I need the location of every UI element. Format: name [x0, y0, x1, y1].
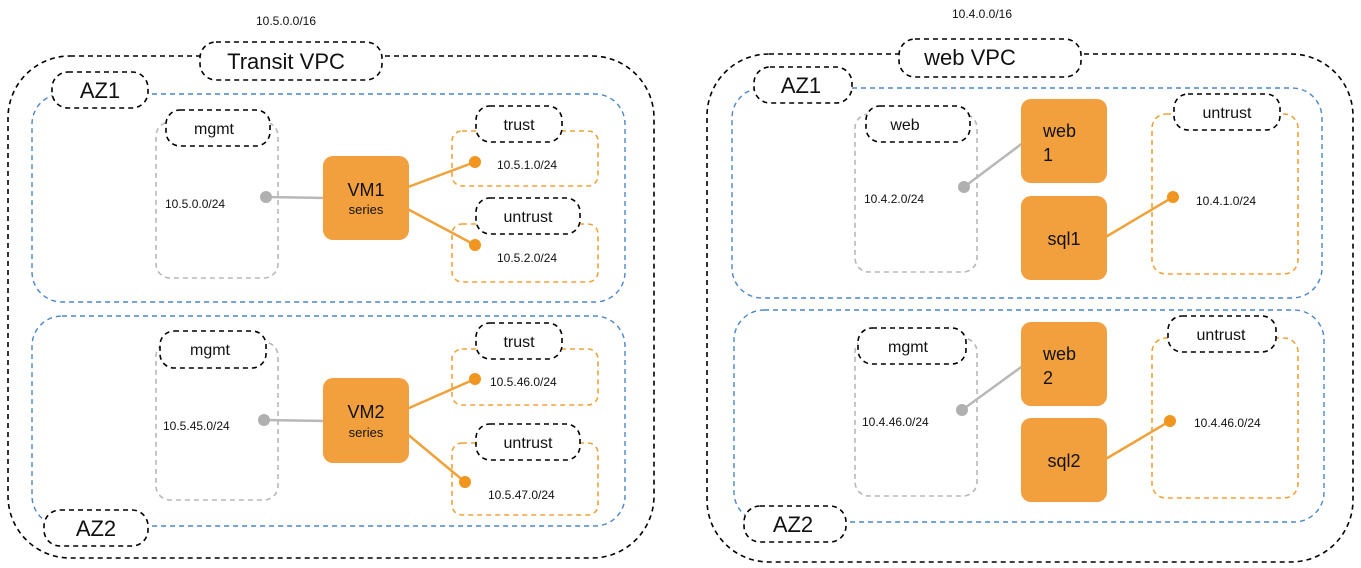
web-az1-untrust-port	[1167, 191, 1179, 203]
transit-az1-untrust-link	[399, 203, 476, 247]
transit-vpc-title: Transit VPC	[227, 49, 345, 74]
transit-az1-untrust-label: untrust	[504, 209, 553, 226]
sql2-vm-box	[1021, 418, 1107, 502]
transit-az2-mgmt-label: mgmt	[190, 342, 231, 359]
transit-az1-mgmt-link	[265, 195, 327, 200]
transit-vpc: 10.5.0.0/16 Transit VPC AZ1 mgmt 10.5.0.…	[7, 14, 655, 559]
transit-vm2-box	[323, 378, 409, 463]
transit-az2: mgmt 10.5.45.0/24 trust 10.5.46.0/24 unt…	[31, 315, 626, 547]
transit-az1-trust-pill	[475, 105, 563, 143]
transit-az2-mgmt-cidr: 10.5.45.0/24	[163, 419, 230, 433]
transit-az1-mgmt-cidr: 10.5.0.0/24	[165, 197, 225, 211]
transit-vm1-box	[323, 156, 409, 240]
transit-az2-trust-cidr: 10.5.46.0/24	[490, 375, 557, 389]
web-vpc-cidr: 10.4.0.0/16	[952, 7, 1012, 21]
transit-az2-trust-port	[469, 373, 481, 385]
transit-az2-mgmt-port	[258, 414, 270, 426]
web-az1-untrust-cidr: 10.4.1.0/24	[1196, 194, 1256, 208]
web-vpc-title: web VPC	[923, 45, 1016, 70]
web-az2-untrust-label: untrust	[1197, 327, 1246, 344]
web-az2-mgmt-cidr: 10.4.46.0/24	[862, 415, 929, 429]
web2-vm-line1: web	[1042, 344, 1076, 364]
web-az1-untrust-label: untrust	[1203, 105, 1252, 122]
web-az2-untrust-port	[1164, 415, 1176, 427]
web2-vm-line2: 2	[1043, 368, 1053, 388]
transit-vm1-name: VM1	[347, 180, 384, 200]
transit-az1-mgmt-port	[260, 191, 272, 203]
sql1-vm-name: sql1	[1047, 229, 1080, 249]
web-az1-label: AZ1	[781, 73, 821, 98]
transit-az2-label: AZ2	[76, 516, 116, 541]
web2-vm-box	[1021, 322, 1107, 406]
transit-vpc-cidr: 10.5.0.0/16	[256, 14, 316, 28]
web-az2-untrust-link	[1103, 419, 1171, 462]
web-az2-untrust-pill	[1167, 315, 1277, 353]
web-az1-label-pill	[753, 66, 853, 104]
transit-az2-label-pill	[43, 509, 149, 547]
transit-az1-label-pill	[51, 71, 149, 109]
transit-az1-untrust-pill	[475, 197, 581, 235]
web-az2-mgmt-pill	[857, 327, 967, 365]
web-az1-untrust-link	[1103, 195, 1174, 240]
web-az1-web-link	[963, 141, 1025, 188]
transit-az1-mgmt-pill	[165, 109, 271, 147]
transit-az2-trust-link	[399, 377, 476, 414]
web1-vm-line2: 1	[1043, 145, 1053, 165]
transit-az2-trust-label: trust	[503, 334, 535, 351]
transit-az2-untrust-link	[399, 427, 466, 483]
transit-az2-untrust-label: untrust	[504, 435, 553, 452]
transit-az1-trust-cidr: 10.5.1.0/24	[497, 158, 557, 172]
transit-az1-label: AZ1	[80, 78, 120, 103]
web-az2-boundary	[733, 309, 1325, 523]
transit-az2-untrust-pill	[475, 423, 581, 461]
transit-az2-trust-pill	[475, 322, 563, 360]
sql1-vm-box	[1021, 196, 1107, 280]
web-az2-untrust-cidr: 10.4.46.0/24	[1194, 416, 1261, 430]
web-az1: AZ1 web 10.4.2.0/24 untrust 10.4.1.0/24 …	[731, 66, 1323, 299]
web1-vm-box	[1021, 99, 1107, 183]
web-az2: mgmt 10.4.46.0/24 untrust 10.4.46.0/24 w…	[733, 309, 1325, 543]
web-az1-boundary	[731, 87, 1323, 299]
transit-az1-trust-label: trust	[503, 117, 535, 134]
transit-az2-untrust-cidr: 10.5.47.0/24	[488, 488, 555, 502]
transit-az1-untrust-port	[469, 239, 481, 251]
transit-az1-trust-port	[469, 156, 481, 168]
web-vpc: 10.4.0.0/16 web VPC AZ1 web 10.4.2.0/24 …	[706, 7, 1354, 563]
web-az1-web-pill	[865, 105, 971, 143]
web-vpc-title-pill	[898, 38, 1082, 78]
web-az1-untrust-pill	[1173, 93, 1281, 131]
web-az1-web-cidr: 10.4.2.0/24	[864, 192, 924, 206]
web-az2-label-pill	[743, 505, 847, 543]
sql2-vm-name: sql2	[1047, 451, 1080, 471]
web1-vm-line1: web	[1042, 121, 1076, 141]
transit-vm1-sub: series	[349, 202, 384, 217]
transit-az2-mgmt-link	[263, 418, 327, 423]
web-az1-web-label: web	[889, 117, 919, 134]
web-az2-mgmt-label: mgmt	[888, 339, 929, 356]
transit-az1-trust-link	[399, 160, 476, 192]
transit-az2-boundary	[31, 315, 626, 527]
transit-vm2-name: VM2	[347, 402, 384, 422]
web-az2-mgmt-port	[956, 404, 968, 416]
transit-vpc-title-pill	[199, 41, 383, 81]
transit-az1: AZ1 mgmt 10.5.0.0/24 trust 10.5.1.0/24 u…	[31, 71, 626, 303]
transit-az2-mgmt-pill	[159, 330, 267, 369]
web-az2-mgmt-link	[961, 363, 1025, 412]
transit-az1-mgmt-label: mgmt	[194, 121, 235, 138]
transit-vm2-sub: series	[349, 425, 384, 440]
transit-az2-untrust-port	[459, 476, 471, 488]
web-az1-web-port	[958, 181, 970, 193]
transit-az1-untrust-cidr: 10.5.2.0/24	[497, 251, 557, 265]
web-az2-label: AZ2	[773, 512, 813, 537]
